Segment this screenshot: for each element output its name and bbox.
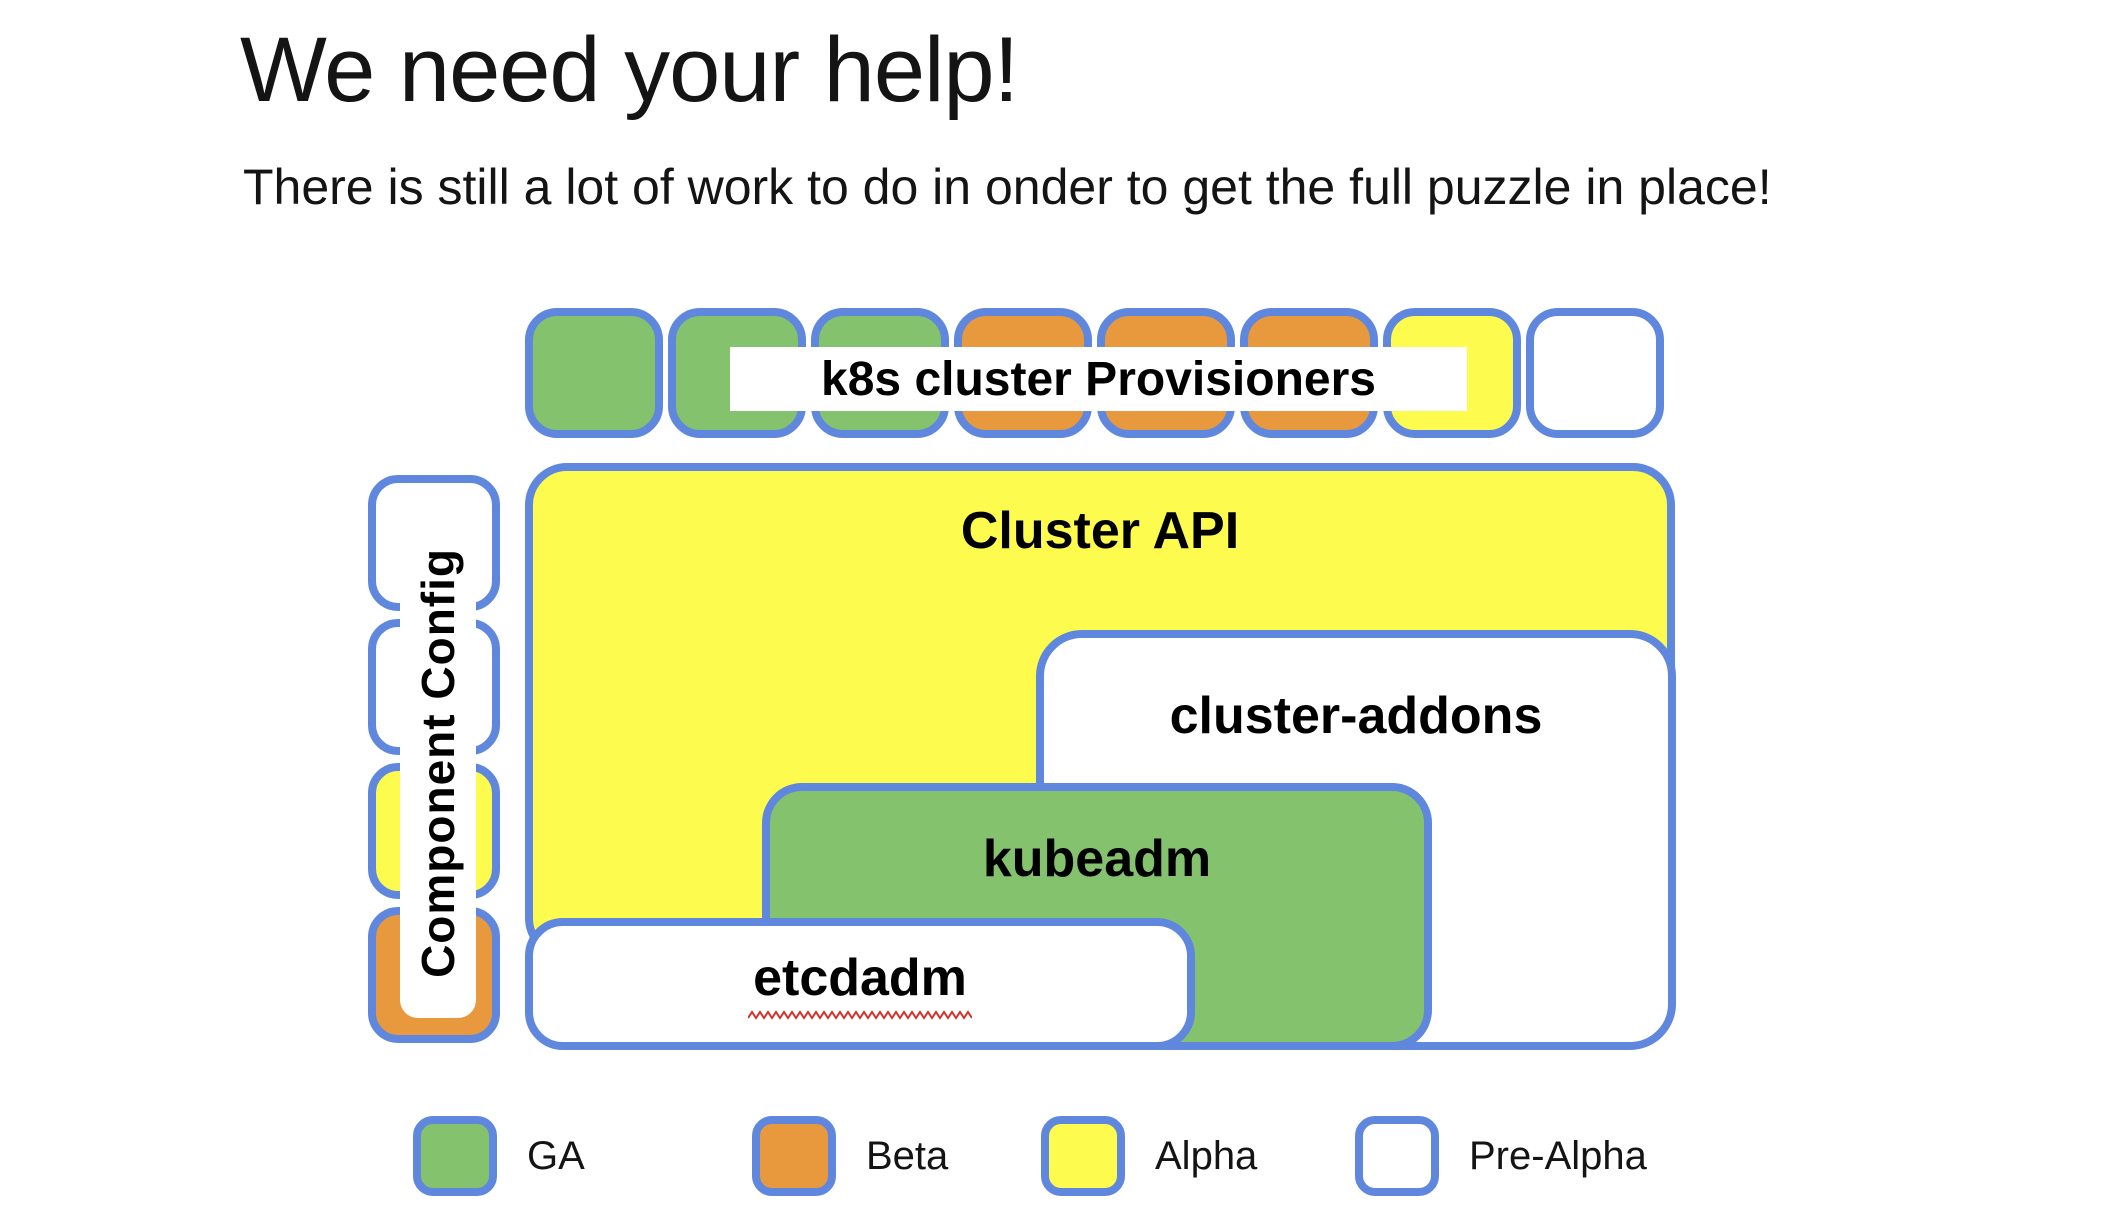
legend-label: Alpha bbox=[1155, 1133, 1258, 1178]
legend-swatch-ga bbox=[413, 1116, 497, 1196]
slide-title: We need your help! bbox=[240, 19, 1019, 121]
legend-item-ga: GA bbox=[413, 1116, 585, 1196]
cluster-addons-label: cluster-addons bbox=[1169, 687, 1543, 745]
legend-label: Pre-Alpha bbox=[1469, 1133, 1647, 1178]
component-config-label: Component Config bbox=[412, 548, 464, 978]
etcdadm-label: etcdadm bbox=[753, 949, 967, 1007]
legend-swatch-prealpha bbox=[1355, 1116, 1439, 1196]
legend-swatch-beta bbox=[752, 1116, 836, 1196]
legend-label: Beta bbox=[866, 1133, 949, 1178]
spellcheck-squiggle-icon bbox=[748, 1010, 972, 1020]
legend-item-beta: Beta bbox=[752, 1116, 948, 1196]
legend-label: GA bbox=[527, 1133, 585, 1178]
legend-item-alpha: Alpha bbox=[1041, 1116, 1257, 1196]
legend-item-pre-alpha: Pre-Alpha bbox=[1355, 1116, 1647, 1196]
component-config-label-strip: Component Config bbox=[400, 508, 476, 1018]
provisioners-label: k8s cluster Provisioners bbox=[730, 347, 1467, 411]
kubeadm-label: kubeadm bbox=[982, 830, 1212, 888]
legend-swatch-alpha bbox=[1041, 1116, 1125, 1196]
puzzle-piece-prealpha bbox=[1526, 308, 1664, 438]
cluster-api-label: Cluster API bbox=[960, 502, 1240, 560]
puzzle-piece-ga bbox=[525, 308, 663, 438]
etcdadm-box: etcdadm bbox=[525, 918, 1195, 1050]
slide-subtitle: There is still a lot of work to do in on… bbox=[243, 159, 1772, 215]
